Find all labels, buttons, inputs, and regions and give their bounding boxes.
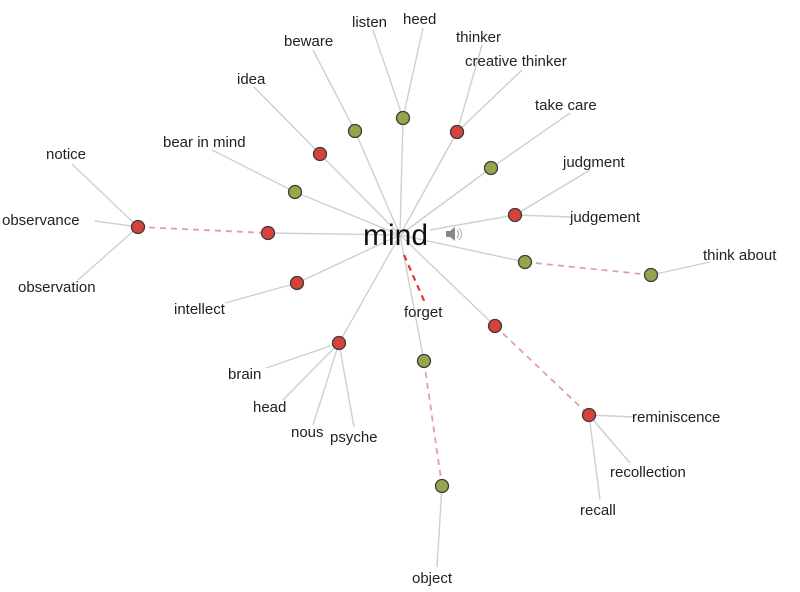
edge-center-n5 <box>354 130 401 236</box>
edge-n14-n15 <box>423 360 443 487</box>
word-take-care[interactable]: take care <box>535 97 597 114</box>
edge-n12-intellect <box>224 282 298 304</box>
word-object[interactable]: object <box>412 570 453 587</box>
word-psyche[interactable]: psyche <box>330 429 378 446</box>
center-word[interactable]: mind <box>363 219 428 252</box>
word-labels: notice observance observation bear in mi… <box>2 11 777 587</box>
word-observance[interactable]: observance <box>2 212 80 229</box>
word-intellect[interactable]: intellect <box>174 301 226 318</box>
sense-nodes <box>130 110 659 494</box>
word-observation[interactable]: observation <box>18 279 96 296</box>
edge-n13-brain <box>265 342 340 369</box>
edge-center-n3 <box>294 191 401 236</box>
edge-n15-object <box>436 485 443 568</box>
edge-n17-recall <box>588 414 601 501</box>
edge-n3-bear-in-mind <box>211 149 296 193</box>
speaker-icon[interactable] <box>446 227 463 241</box>
edge-n4-idea <box>253 86 321 155</box>
edge-center-n4 <box>319 153 401 236</box>
edge-center-n10 <box>399 234 526 263</box>
sense-node-intellect[interactable] <box>289 275 305 291</box>
sense-node-beware[interactable] <box>347 123 363 139</box>
word-reminiscence[interactable]: reminiscence <box>632 409 720 426</box>
edge-n13-psyche <box>338 342 355 428</box>
word-nous[interactable]: nous <box>291 424 324 441</box>
sense-node-observance[interactable] <box>130 219 146 235</box>
edge-center-n6 <box>399 117 404 236</box>
word-bear-in-mind[interactable]: bear in mind <box>163 134 246 151</box>
edge-n17-recollection <box>588 414 631 464</box>
word-recall[interactable]: recall <box>580 502 616 519</box>
word-head[interactable]: head <box>253 399 286 416</box>
edge-center-n2 <box>267 232 401 236</box>
word-idea[interactable]: idea <box>237 71 266 88</box>
edge-n6-heed <box>402 27 424 119</box>
word-thinker[interactable]: thinker <box>456 29 501 46</box>
edge-n1-observance <box>94 220 139 228</box>
sense-node-bear-in-mind[interactable] <box>287 184 303 200</box>
edge-n6-listen <box>372 29 404 119</box>
word-listen[interactable]: listen <box>352 14 387 31</box>
edge-center-n12 <box>296 234 401 284</box>
edge-forget-highlight <box>402 254 428 306</box>
edge-n8-take-care <box>490 112 571 169</box>
word-heed[interactable]: heed <box>403 11 436 28</box>
sense-node-plain[interactable] <box>260 225 276 241</box>
edge-center-n16 <box>399 234 496 327</box>
word-brain[interactable]: brain <box>228 366 261 383</box>
dashed-edges <box>137 226 652 487</box>
sense-node-brain[interactable] <box>331 335 347 351</box>
edge-center-n9 <box>429 214 516 231</box>
edge-n13-nous <box>312 342 340 426</box>
sense-node-idea[interactable] <box>312 146 328 162</box>
edge-n1-notice <box>71 163 139 228</box>
edge-center-n7 <box>399 131 458 236</box>
edge-n1-n2 <box>137 226 269 234</box>
sense-node-object[interactable] <box>434 478 450 494</box>
edge-n10-n11 <box>524 261 652 276</box>
sense-node-plain-noun[interactable] <box>487 318 503 334</box>
word-judgement[interactable]: judgement <box>569 209 641 226</box>
sense-node-think-about[interactable] <box>643 267 659 283</box>
label-edges <box>71 27 711 568</box>
sense-node-forget[interactable] <box>416 353 432 369</box>
edge-n9-judgment <box>514 169 591 216</box>
sense-node-reminiscence[interactable] <box>581 407 597 423</box>
word-creative-thinker[interactable]: creative thinker <box>465 53 567 70</box>
edge-n16-n17 <box>494 325 590 416</box>
sense-node-judgment[interactable] <box>507 207 523 223</box>
sense-node-heed[interactable] <box>395 110 411 126</box>
edge-center-n13 <box>338 234 401 344</box>
edge-n5-beware <box>312 49 356 132</box>
word-judgment[interactable]: judgment <box>562 154 626 171</box>
edge-n9-judgement <box>514 214 573 218</box>
edge-n7-thinker <box>456 44 483 133</box>
word-beware[interactable]: beware <box>284 33 333 50</box>
edge-n1-observation <box>77 226 139 281</box>
word-think-about[interactable]: think about <box>703 247 777 264</box>
word-forget[interactable]: forget <box>404 304 443 321</box>
edge-n7-creative-thinker <box>456 69 523 133</box>
edge-n11-think-about <box>650 261 711 276</box>
edge-n17-reminiscence <box>588 414 636 418</box>
edge-n13-head <box>282 342 340 401</box>
sense-node-take-care[interactable] <box>483 160 499 176</box>
word-notice[interactable]: notice <box>46 146 86 163</box>
word-recollection[interactable]: recollection <box>610 464 686 481</box>
sense-node-plain-verb[interactable] <box>517 254 533 270</box>
sense-node-thinker[interactable] <box>449 124 465 140</box>
edge-center-n8 <box>399 167 492 236</box>
